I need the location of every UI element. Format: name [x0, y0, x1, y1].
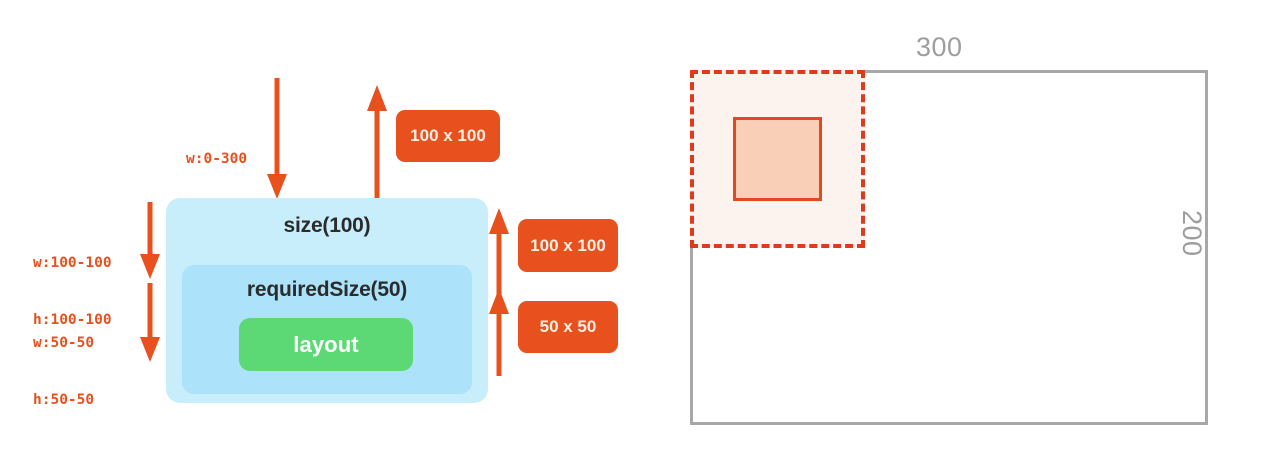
badge-top-result: 100 x 100: [396, 110, 500, 162]
size-box-label: size(100): [283, 214, 371, 237]
result-up-arrow-size: [488, 208, 510, 295]
required-size-box: requiredSize(50) layout: [182, 265, 472, 394]
constraint-down-arrow-top: [266, 78, 288, 200]
constraint-down-arrow-inner: [139, 283, 161, 363]
result-up-arrow-top: [366, 85, 388, 200]
required-size-region-rect: [733, 117, 822, 201]
layout-button[interactable]: layout: [239, 318, 413, 371]
constraint-outer-left-width: w:100-100: [33, 255, 112, 271]
constraint-incoming-top-width: w:0-300: [186, 151, 248, 167]
constraint-outer-left: w:100-100 h:100-100: [33, 216, 112, 368]
constraint-inner-left-width: w:50-50: [33, 335, 95, 351]
size-box: size(100) requiredSize(50) layout: [166, 198, 488, 403]
constraint-down-arrow-outer: [139, 202, 161, 280]
dimension-label-height: 200: [1177, 210, 1207, 257]
badge-size-result: 100 x 100: [518, 219, 618, 272]
constraint-inner-left: w:50-50 h:50-50: [33, 296, 94, 448]
constraint-inner-left-height: h:50-50: [33, 392, 95, 408]
required-size-box-label: requiredSize(50): [246, 278, 408, 301]
dimension-label-width: 300: [916, 32, 963, 62]
badge-required-size-result: 50 x 50: [518, 301, 618, 353]
size-region-rect: [690, 70, 865, 248]
constraint-outer-left-height: h:100-100: [33, 312, 112, 328]
result-up-arrow-required: [488, 288, 510, 376]
